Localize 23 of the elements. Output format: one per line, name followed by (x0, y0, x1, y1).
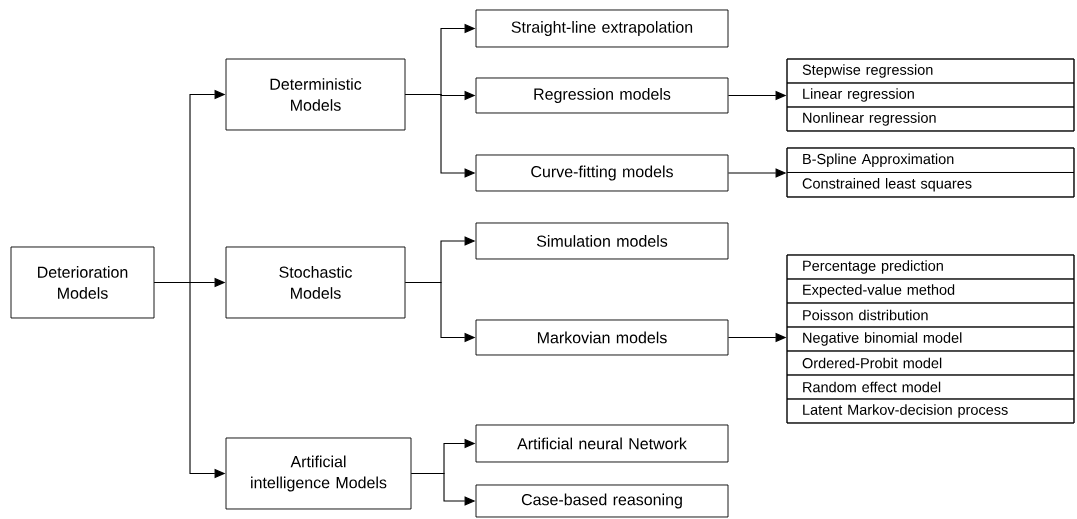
model-box: Simulation models (475, 222, 729, 260)
list-row: Linear regression (786, 82, 1075, 108)
list-row: Negative binomial model (786, 326, 1075, 352)
list-row: Nonlinear regression (786, 106, 1075, 132)
list-row: Expected-value method (786, 278, 1075, 304)
list-row: Constrained least squares (786, 172, 1075, 198)
model-box: Artificial neural Network (475, 424, 729, 463)
model-box: Deterministic Models (225, 58, 406, 131)
model-box: Artificial intelligence Models (225, 437, 412, 510)
model-box: Deterioration Models (10, 246, 155, 319)
model-box: Stochastic Models (225, 246, 406, 319)
list-row: Poisson distribution (786, 302, 1075, 328)
list-row: Ordered-Probit model (786, 350, 1075, 376)
model-box: Case-based reasoning (475, 484, 729, 518)
list-row: B-Spline Approximation (786, 147, 1075, 173)
list-row: Latent Markov-decision process (786, 398, 1075, 424)
model-box: Curve-fitting models (475, 154, 729, 192)
list-row: Percentage prediction (786, 254, 1075, 280)
model-box: Markovian models (475, 319, 729, 356)
model-box: Regression models (475, 77, 729, 114)
list-row: Random effect model (786, 374, 1075, 400)
list-row: Stepwise regression (786, 58, 1075, 84)
model-box: Straight-line extrapolation (475, 9, 729, 48)
